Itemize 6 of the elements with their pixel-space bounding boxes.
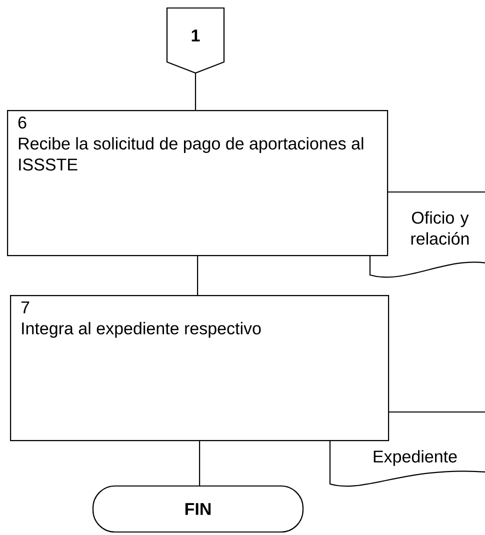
connector-line xyxy=(197,256,198,295)
off-page-connector: 1 xyxy=(166,7,225,74)
process-box: 6 Recibe la solicitud de pago de aportaciones al ISSSTE xyxy=(7,110,388,256)
process-box: 7 Integra al expediente respectivo xyxy=(10,295,390,442)
connector-line xyxy=(194,74,196,110)
connector-line xyxy=(199,441,200,486)
